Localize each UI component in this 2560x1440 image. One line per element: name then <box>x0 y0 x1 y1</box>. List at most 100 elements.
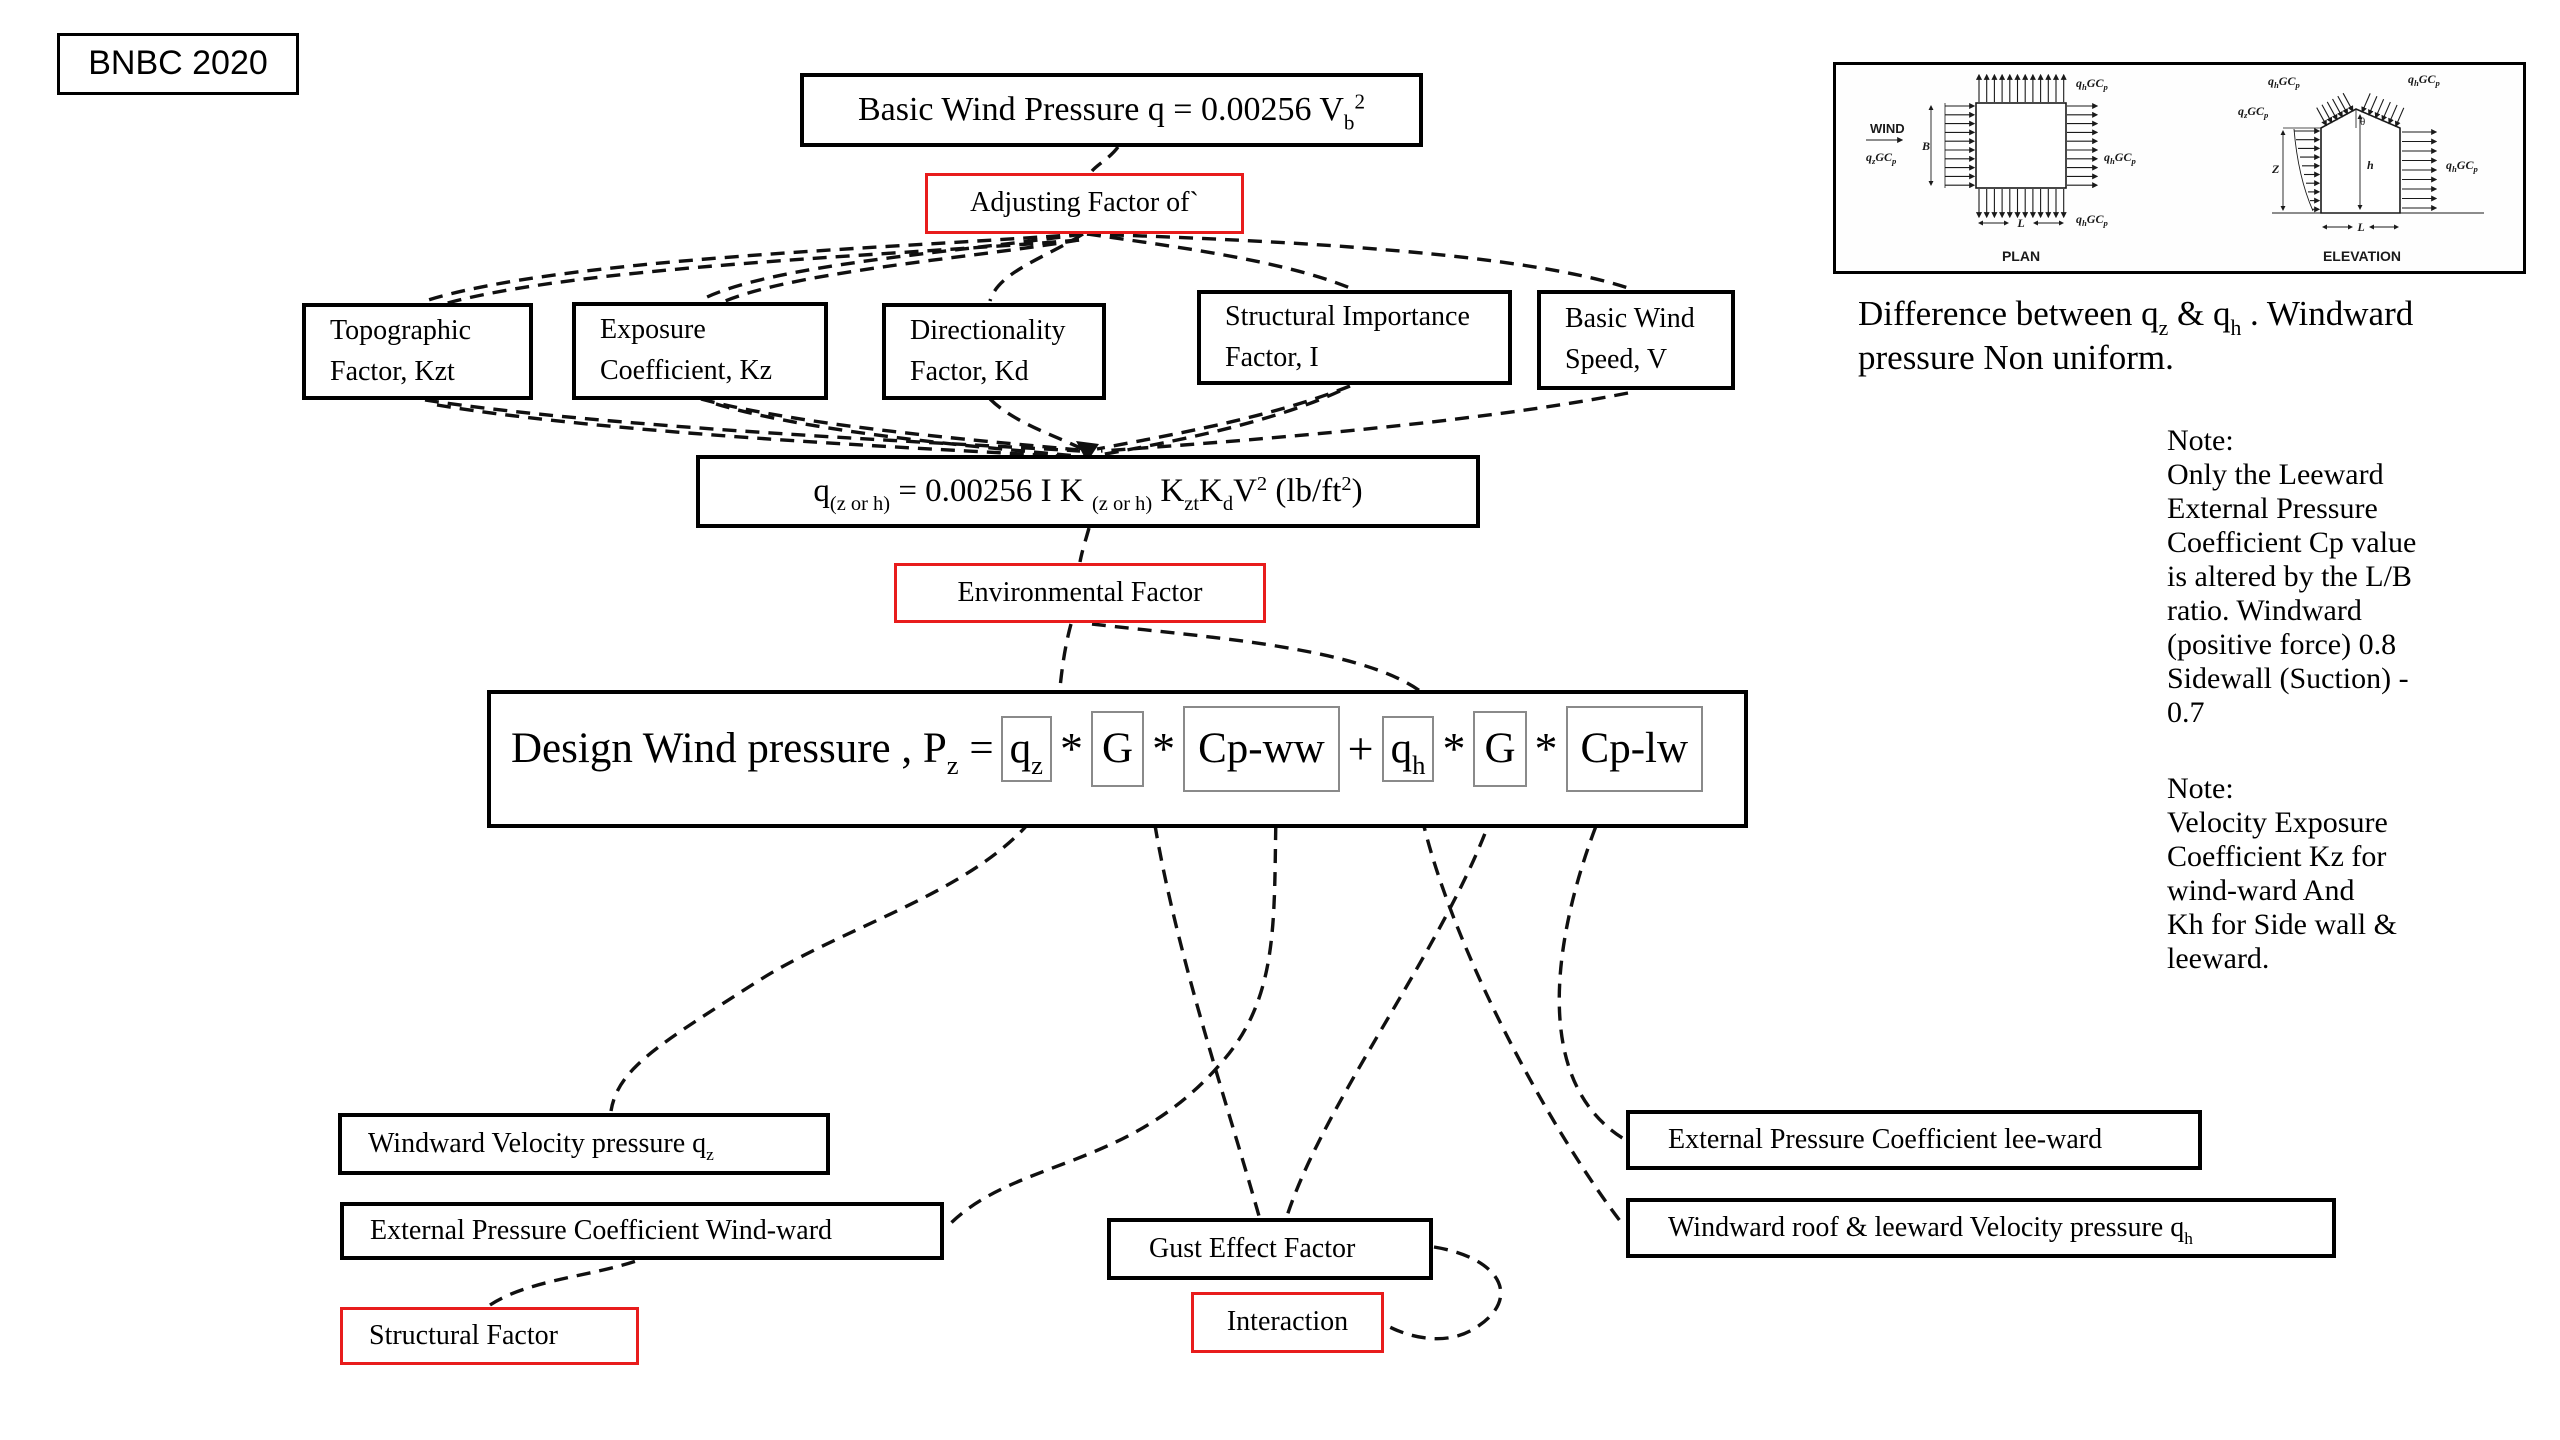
svg-text:qhGCp: qhGCp <box>2076 76 2108 92</box>
link-q-environmental <box>1078 527 1091 563</box>
plan-elevation-svg: BLWINDqzGCpqhGCpqhGCpqhGCpPLANθhZLqzGCpq… <box>1866 72 2484 264</box>
token-cplw: Cp-lw <box>1565 706 1704 793</box>
interaction-box: Interaction <box>1191 1292 1384 1353</box>
svg-text:qhGCp: qhGCp <box>2408 72 2440 88</box>
multiply-sign: * <box>1534 722 1558 774</box>
design-formula-row: Design Wind pressure , Pz = qz * G * Cp-… <box>511 706 1704 793</box>
link-basic-to-adjusting <box>1090 145 1120 173</box>
figure-caption: Difference between qz & qh . Windward pr… <box>1858 292 2458 380</box>
structural-importance-box: Structural Importance Factor, I <box>1197 290 1512 385</box>
plus-sign: + <box>1347 722 1374 774</box>
gust-effect-label: Gust Effect Factor <box>1149 1232 1356 1264</box>
svg-text:WIND: WIND <box>1870 121 1905 136</box>
svg-text:L: L <box>2356 220 2364 234</box>
note-title: Note: <box>2167 424 2234 457</box>
basic-wind-speed-box: Basic Wind Speed, V <box>1537 290 1735 390</box>
svg-text:θ: θ <box>2360 116 2365 128</box>
basic-wind-pressure-box: Basic Wind Pressure q = 0.00256 Vb2 <box>800 73 1423 147</box>
svg-text:qzGCp: qzGCp <box>2238 104 2269 120</box>
multiply-sign: * <box>1060 722 1083 774</box>
factor-line: Coefficient, Kz <box>600 355 773 386</box>
topographic-factor-box: Topographic Factor, Kzt <box>302 303 533 400</box>
link-g1-gust <box>1144 755 1261 1217</box>
factor-line: Factor, I <box>1225 341 1319 373</box>
link-adjust-exposure-twin <box>715 238 1080 307</box>
link-exposure-q-twin <box>715 402 1077 458</box>
svg-text:qhGCp: qhGCp <box>2268 74 2300 90</box>
epc-windward-box: External Pressure Coefficient Wind-ward <box>340 1202 944 1260</box>
svg-text:qhGCp: qhGCp <box>2104 150 2136 166</box>
bnbc-title-label: BNBC 2020 <box>88 44 268 83</box>
interaction-label: Interaction <box>1226 1306 1349 1338</box>
windward-roof-label: Windward roof & leeward Velocity pressur… <box>1668 1211 2193 1248</box>
link-topographic-q <box>424 398 1081 453</box>
factor-line: Speed, V <box>1565 344 1668 375</box>
link-adjust-topographic <box>424 232 1084 303</box>
link-exposure-q <box>700 397 1079 452</box>
link-env-qh <box>1091 622 1439 709</box>
note-title: Note: <box>2167 772 2234 805</box>
link-qz-windward-velocity <box>609 761 1065 1112</box>
epc-windward-label: External Pressure Coefficient Wind-ward <box>370 1214 833 1246</box>
structural-factor-label: Structural Factor <box>369 1319 558 1351</box>
token-g1: G <box>1091 711 1145 788</box>
velocity-pressure-formula: q(z or h) = 0.00256 I K (z or h) KztKdV2… <box>813 472 1363 515</box>
link-env-design <box>1058 623 1073 689</box>
link-adjust-exposure <box>700 232 1084 302</box>
multiply-sign: * <box>1152 722 1176 774</box>
basic-wind-pressure-formula: Basic Wind Pressure q = 0.00256 Vb2 <box>857 89 1365 135</box>
factor-line: Directionality <box>910 314 1066 346</box>
factor-line: Structural Importance <box>1225 300 1470 332</box>
link-cpww-epc-windward <box>944 779 1279 1230</box>
structural-factor-box: Structural Factor <box>340 1307 639 1365</box>
epc-leeward-label: External Pressure Coefficient lee-ward <box>1668 1123 2103 1155</box>
link-g2-gust <box>1285 767 1507 1217</box>
svg-text:B: B <box>1921 139 1930 153</box>
svg-text:PLAN: PLAN <box>2002 248 2040 264</box>
epc-leeward-box: External Pressure Coefficient lee-ward <box>1626 1110 2202 1170</box>
token-qh: qh <box>1381 716 1435 783</box>
link-windspeed-q <box>1100 391 1629 453</box>
environmental-factor-label: Environmental Factor <box>957 576 1203 608</box>
multiply-sign: * <box>1442 722 1466 774</box>
design-wind-pressure-box: Design Wind pressure , Pz = qz * G * Cp-… <box>487 690 1748 828</box>
svg-text:Z: Z <box>2271 162 2280 176</box>
adjusting-factor-box: Adjusting Factor of` <box>925 173 1244 234</box>
token-cpww: Cp-ww <box>1183 706 1340 793</box>
factor-line: Topographic <box>330 314 472 346</box>
factor-line: Exposure <box>600 314 706 346</box>
link-adjust-importance <box>1086 232 1351 290</box>
link-gust-interaction <box>1385 1245 1503 1341</box>
windward-roof-pressure-box: Windward roof & leeward Velocity pressur… <box>1626 1198 2336 1258</box>
link-qh-windward-roof <box>1412 771 1626 1228</box>
directionality-factor-box: Directionality Factor, Kd <box>882 303 1106 400</box>
svg-text:L: L <box>2016 216 2024 230</box>
velocity-pressure-formula-box: q(z or h) = 0.00256 I K (z or h) KztKdV2… <box>696 455 1480 528</box>
link-directionality-q <box>988 397 1083 451</box>
svg-text:h: h <box>2367 158 2374 172</box>
link-structural-epcwindward <box>489 1259 637 1307</box>
design-formula-prefix: Design Wind pressure , Pz = <box>511 725 994 780</box>
windward-velocity-label: Windward Velocity pressure qz <box>368 1127 714 1164</box>
link-adjust-windspeed <box>1086 232 1629 290</box>
svg-text:qhGCp: qhGCp <box>2446 158 2478 174</box>
link-importance-q-twin <box>1099 389 1341 457</box>
link-importance-q <box>1096 384 1351 451</box>
factor-line: Factor, Kd <box>910 355 1029 387</box>
figure-caption-text: Difference between qz & qh . Windward pr… <box>1858 294 2414 377</box>
factor-line: Factor, Kzt <box>330 355 455 387</box>
adjusting-factor-label: Adjusting Factor of` <box>970 187 1199 219</box>
arrowhead-into-q-formula <box>1076 441 1099 462</box>
bnbc-title-box: BNBC 2020 <box>57 33 299 95</box>
token-qz: qz <box>1000 716 1052 783</box>
svg-text:ELEVATION: ELEVATION <box>2323 248 2401 264</box>
svg-text:qhGCp: qhGCp <box>2076 212 2108 228</box>
environmental-factor-box: Environmental Factor <box>894 563 1266 623</box>
gust-effect-factor-box: Gust Effect Factor <box>1107 1218 1433 1280</box>
factor-line: Basic Wind <box>1565 303 1695 335</box>
